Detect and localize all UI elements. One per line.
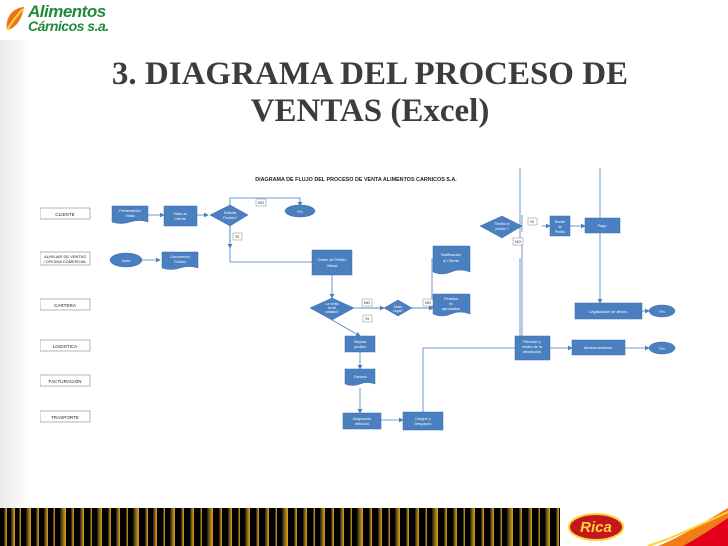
node-almacenamiento bbox=[571, 339, 626, 356]
node-prevendedor-visita bbox=[111, 205, 149, 224]
node-solicita-line1: Solicita bbox=[224, 211, 237, 215]
node-pedidos-no-aprobados bbox=[432, 293, 471, 317]
node-doc-line2: Pedido bbox=[174, 260, 186, 264]
node-venta-contado bbox=[309, 297, 355, 321]
lane-cliente-label: CLIENTE bbox=[55, 212, 74, 217]
lane-cliente: CLIENTE bbox=[40, 207, 91, 220]
label-si-1: SI bbox=[235, 234, 239, 239]
lane-logistica: LOGISTICA bbox=[40, 339, 91, 352]
node-solicita-line2: Pedido? bbox=[223, 216, 237, 220]
node-orden-line1: Orden de Pedido bbox=[318, 258, 347, 262]
lane-cartera-label: CARTERA bbox=[54, 303, 77, 308]
node-fin-3-label: Fin bbox=[659, 347, 664, 351]
node-fin-2 bbox=[648, 304, 676, 318]
node-prevendedor-line2: Visita bbox=[125, 214, 135, 218]
slide-title-line2: VENTAS (Excel) bbox=[250, 93, 490, 129]
node-orden-line2: Virtual bbox=[327, 264, 338, 268]
node-pago bbox=[584, 217, 621, 234]
node-recibio-line2: pedido ? bbox=[495, 227, 508, 231]
flowchart-connectors bbox=[142, 168, 650, 423]
node-fin-1-label: Fin bbox=[297, 210, 302, 214]
node-fin-1 bbox=[284, 204, 316, 218]
label-no-2: NO bbox=[364, 300, 370, 305]
slide-title-line1: 3. DIAGRAMA DEL PROCESO DE bbox=[111, 56, 629, 92]
node-saldo-line1: Saldo bbox=[394, 305, 403, 309]
node-cargue-despacho bbox=[402, 411, 444, 431]
node-pago-label: Pago bbox=[598, 224, 607, 228]
logo-leaf-icon bbox=[6, 7, 25, 31]
node-saldo-legal bbox=[383, 299, 413, 317]
node-pedidos-line3: aprobados bbox=[442, 307, 460, 311]
label-no-4: NO bbox=[515, 239, 521, 244]
node-doc-line1: Documento bbox=[170, 255, 189, 259]
slide-title: 3. DIAGRAMA DEL PROCESO DE VENTAS (Excel… bbox=[60, 56, 680, 130]
node-recibio-line1: Recibió el bbox=[495, 222, 510, 226]
node-cargue-line1: Cargue y bbox=[415, 417, 431, 421]
orange-swoosh-decoration bbox=[647, 508, 728, 546]
label-no-1: NO bbox=[258, 200, 264, 205]
node-legalizacion-dinero bbox=[574, 302, 643, 320]
lane-auxiliar: AUXILIAR DE VENTAS / OFICINA COMERCIAL bbox=[40, 251, 91, 266]
node-separa-line1: Separa bbox=[354, 340, 367, 344]
node-inicio-label: Inicio bbox=[122, 259, 131, 263]
node-recibe-pedido bbox=[549, 215, 571, 237]
node-visita-cliente bbox=[163, 205, 198, 227]
lane-logistica-label: LOGISTICA bbox=[53, 344, 78, 349]
label-si-2: SI bbox=[365, 316, 369, 321]
node-almacen-label: Almacenamiento bbox=[584, 346, 612, 350]
lane-facturacion: FACTURACIÓN bbox=[40, 374, 91, 387]
node-cartera-q-line1: La venta bbox=[325, 302, 338, 306]
node-cartera-q-line3: contado? bbox=[325, 310, 339, 314]
node-recibe-line2: de bbox=[558, 225, 562, 229]
node-revision-line2: recibo de la bbox=[522, 345, 543, 349]
node-separa-pedido bbox=[344, 335, 376, 353]
node-fin-2-label: Fin bbox=[659, 310, 664, 314]
node-cartera-q-line2: es de bbox=[328, 306, 336, 310]
logo-text-line2: Cárnicos s.a. bbox=[28, 18, 109, 34]
lane-auxiliar-label-line2: / OFICINA COMERCIAL bbox=[43, 259, 87, 264]
flowchart: DIAGRAMA DE FLUJO DEL PROCESO DE VENTA A… bbox=[40, 168, 676, 431]
node-pedidos-line1: Pedidos bbox=[444, 297, 458, 301]
company-logo: Alimentos Cárnicos s.a. bbox=[4, 2, 124, 36]
node-notif-line1: Notificación bbox=[441, 253, 461, 257]
lane-auxiliar-label-line1: AUXILIAR DE VENTAS bbox=[44, 254, 86, 259]
logo-text-line1: Alimentos bbox=[28, 2, 106, 21]
node-revision-line1: Revisión y bbox=[523, 340, 541, 344]
label-si-3: SI bbox=[530, 219, 534, 224]
node-asignacion-vehiculo bbox=[342, 412, 382, 430]
node-recibe-line3: Pedido bbox=[555, 230, 566, 234]
node-factura bbox=[344, 368, 376, 386]
node-visita-line2: Cliente bbox=[174, 217, 186, 221]
node-prevendedor-line1: Prevendedor bbox=[119, 209, 141, 213]
node-asign-line1: Asignación bbox=[353, 417, 372, 421]
flowchart-header: DIAGRAMA DE FLUJO DEL PROCESO DE VENTA A… bbox=[255, 177, 457, 183]
node-documento-pedido bbox=[161, 251, 199, 270]
node-notif-line2: al Cliente bbox=[443, 259, 459, 263]
node-fin-3 bbox=[648, 341, 676, 355]
node-visita-line1: Visita al bbox=[173, 212, 186, 216]
node-recibio-pedido bbox=[479, 215, 523, 239]
lane-cartera: CARTERA bbox=[40, 298, 91, 311]
node-recibe-line1: Recibe bbox=[555, 220, 566, 224]
node-separa-line2: pedido bbox=[354, 345, 365, 349]
lane-trasporte-label: TRASPORTE bbox=[51, 415, 79, 420]
node-cargue-line2: Despacho bbox=[414, 422, 431, 426]
node-legal-label: Legalización de dinero bbox=[589, 310, 627, 314]
left-decorative-bar bbox=[0, 40, 30, 510]
node-factura-label: Factura bbox=[354, 375, 368, 379]
rica-logo: Rica bbox=[568, 513, 624, 541]
node-orden-pedido-virtual bbox=[311, 249, 353, 276]
node-revision-line3: devolución bbox=[523, 350, 541, 354]
label-no-3: NO bbox=[425, 300, 431, 305]
node-inicio bbox=[109, 252, 143, 268]
node-revision-devolucion bbox=[514, 335, 551, 361]
lane-facturacion-label: FACTURACIÓN bbox=[49, 378, 82, 384]
node-notificacion-cliente bbox=[432, 245, 471, 275]
lane-trasporte: TRASPORTE bbox=[40, 410, 91, 423]
rica-logo-text: Rica bbox=[580, 519, 612, 536]
node-pedidos-line2: no bbox=[449, 302, 453, 306]
node-saldo-line2: Legal? bbox=[393, 309, 403, 313]
node-asign-line2: Vehículo bbox=[355, 422, 370, 426]
node-solicita-pedido bbox=[209, 204, 249, 227]
